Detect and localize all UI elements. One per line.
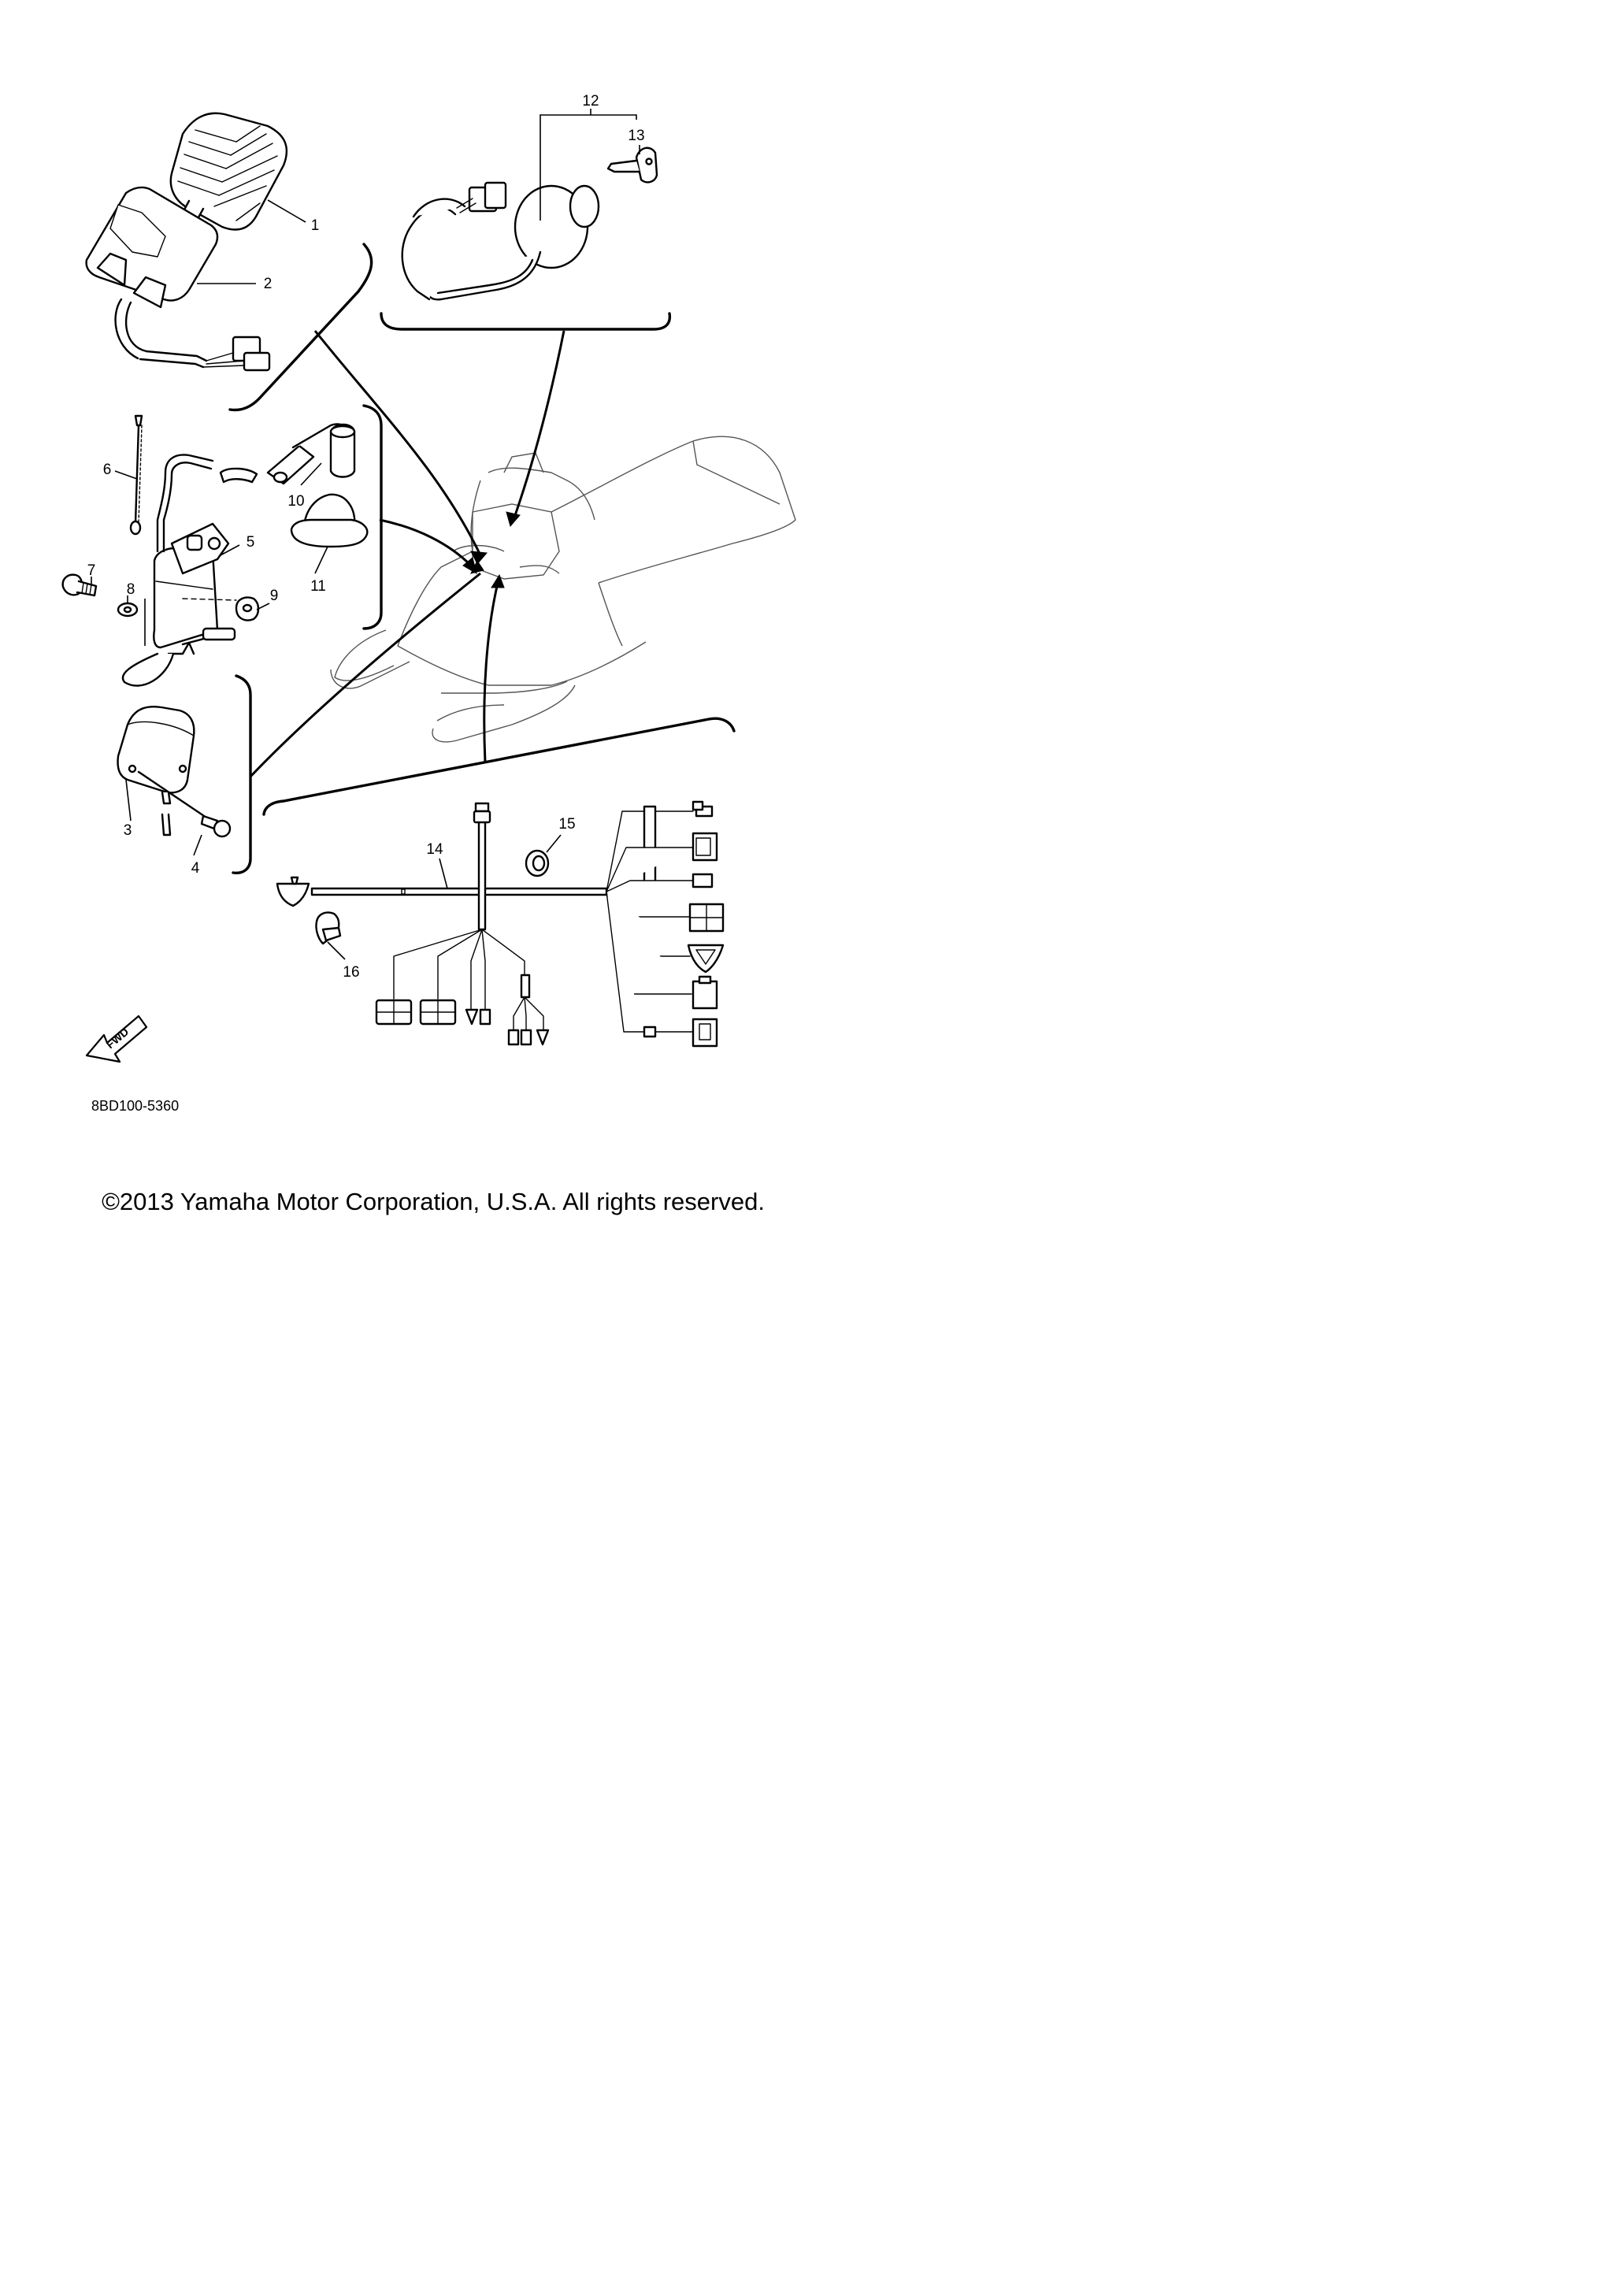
callout-14: 14 bbox=[426, 841, 443, 858]
ref-line-group-1-2 bbox=[313, 330, 482, 556]
ref-line-group-5 bbox=[379, 518, 473, 567]
callout-1: 1 bbox=[311, 217, 320, 234]
part-3-voltage-regulator-drawing bbox=[117, 706, 195, 836]
part-2-cdi-box-drawing bbox=[85, 186, 271, 372]
part-11-cover-drawing bbox=[290, 493, 369, 548]
exploded-parts-diagram: 1 2 3 4 5 6 7 8 9 10 11 12 13 14 15 16 F… bbox=[61, 93, 796, 1114]
ref-line-group-12 bbox=[512, 330, 565, 521]
callout-16: 16 bbox=[343, 964, 359, 981]
drawing-code: 8BD100-5360 bbox=[91, 1098, 179, 1114]
callout-10: 10 bbox=[287, 493, 304, 510]
part-16-clamp-drawing bbox=[315, 911, 342, 945]
ref-line-group-14 bbox=[483, 582, 499, 763]
bracket-group-3 bbox=[232, 674, 252, 874]
callout-6: 6 bbox=[103, 462, 112, 478]
callout-9: 9 bbox=[270, 588, 279, 604]
callout-2: 2 bbox=[264, 276, 273, 292]
callout-3: 3 bbox=[124, 822, 132, 839]
callout-15: 15 bbox=[558, 816, 575, 833]
snowmobile-outline bbox=[330, 436, 796, 743]
callout-8: 8 bbox=[127, 581, 135, 598]
part-1-cdi-unit-drawing bbox=[169, 112, 288, 231]
bracket-group-14 bbox=[262, 717, 736, 816]
bracket-group-12 bbox=[380, 312, 672, 331]
bracket-group-1-2 bbox=[228, 243, 373, 412]
leader-lines bbox=[91, 109, 640, 960]
copyright-notice: ©2013 Yamaha Motor Corporation, U.S.A. A… bbox=[102, 1188, 765, 1215]
callout-11: 11 bbox=[310, 578, 326, 595]
callout-7: 7 bbox=[87, 562, 96, 579]
ref-line-group-3 bbox=[249, 572, 481, 778]
part-10-plug-cap-drawing bbox=[219, 423, 356, 485]
part-5-ignition-coil-drawing bbox=[121, 454, 237, 687]
bracket-group-5 bbox=[362, 404, 383, 630]
fwd-arrow-icon: FWD bbox=[85, 1014, 148, 1063]
part-7-bolt-drawing bbox=[61, 573, 98, 597]
part-4-bolt-drawing bbox=[137, 770, 232, 838]
callout-4: 4 bbox=[191, 860, 200, 877]
part-9-nut-drawing bbox=[235, 596, 260, 621]
part-15-grommet-drawing bbox=[525, 849, 550, 877]
part-8-washer-drawing bbox=[117, 602, 139, 618]
part-13-key-drawing bbox=[606, 147, 658, 184]
callout-5: 5 bbox=[247, 534, 255, 551]
part-12-main-switch-drawing bbox=[401, 181, 600, 301]
callout-13: 13 bbox=[628, 128, 644, 144]
callout-12: 12 bbox=[582, 93, 599, 109]
parts-diagram-page: 1 2 3 4 5 6 7 8 9 10 11 12 13 14 15 16 F… bbox=[0, 0, 866, 1233]
reference-lines bbox=[249, 330, 565, 778]
part-6-ground-lead-drawing bbox=[129, 414, 143, 536]
part-14-wire-harness-drawing bbox=[276, 800, 725, 1048]
